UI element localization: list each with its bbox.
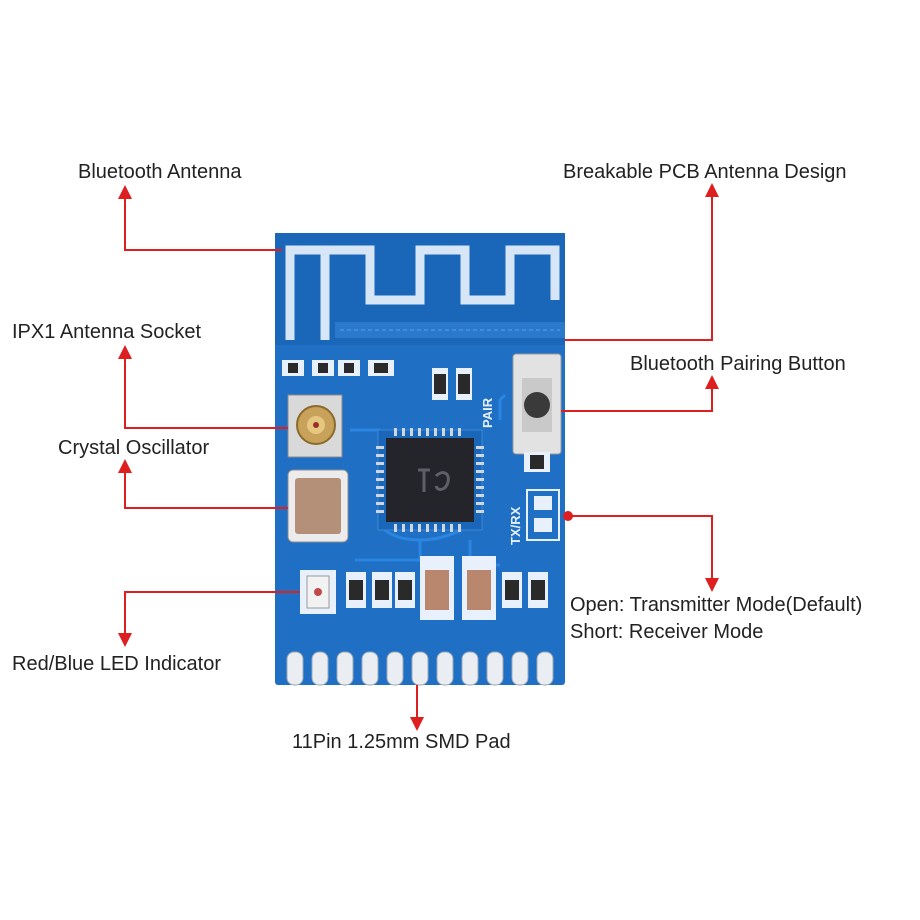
label-ipx1-antenna-socket: IPX1 Antenna Socket — [12, 321, 202, 343]
label-bluetooth-antenna: Bluetooth Antenna — [78, 161, 242, 183]
label-smd-pad: 11Pin 1.25mm SMD Pad — [292, 731, 511, 753]
label-led-indicator: Red/Blue LED Indicator — [12, 653, 222, 675]
txrx-jumper — [526, 489, 560, 541]
pcb-antenna — [285, 245, 560, 340]
callout-dot-txrx — [563, 511, 573, 521]
label-bluetooth-pairing-button: Bluetooth Pairing Button — [630, 353, 846, 375]
silk-pair-label: PAIR — [480, 397, 495, 428]
label-crystal-oscillator: Crystal Oscillator — [58, 437, 210, 459]
silk-txrx-label: TX/RX — [508, 506, 523, 545]
callout-crystal — [118, 459, 288, 509]
callout-breakable-pcb — [565, 183, 719, 341]
callout-led — [118, 591, 300, 647]
antenna-pads — [282, 360, 394, 376]
callout-pairing-button — [561, 375, 719, 412]
callout-bluetooth-antenna — [118, 185, 282, 251]
pairing-button — [512, 353, 562, 472]
main-chip — [376, 428, 484, 532]
chip-logo-icon — [418, 468, 450, 492]
smd-components-bottom — [346, 556, 548, 620]
smd-pins — [286, 651, 554, 686]
callout-ipx1-socket — [118, 345, 288, 429]
crystal-oscillator — [287, 469, 349, 543]
label-mode-open: Open: Transmitter Mode(Default) — [570, 594, 863, 616]
label-breakable-pcb-antenna: Breakable PCB Antenna Design — [563, 161, 847, 183]
label-mode-short: Short: Receiver Mode — [570, 621, 764, 643]
ipx1-socket — [287, 394, 343, 458]
led-indicator — [300, 570, 336, 614]
smd-components-top — [432, 368, 472, 400]
callout-txrx-mode — [568, 515, 719, 592]
